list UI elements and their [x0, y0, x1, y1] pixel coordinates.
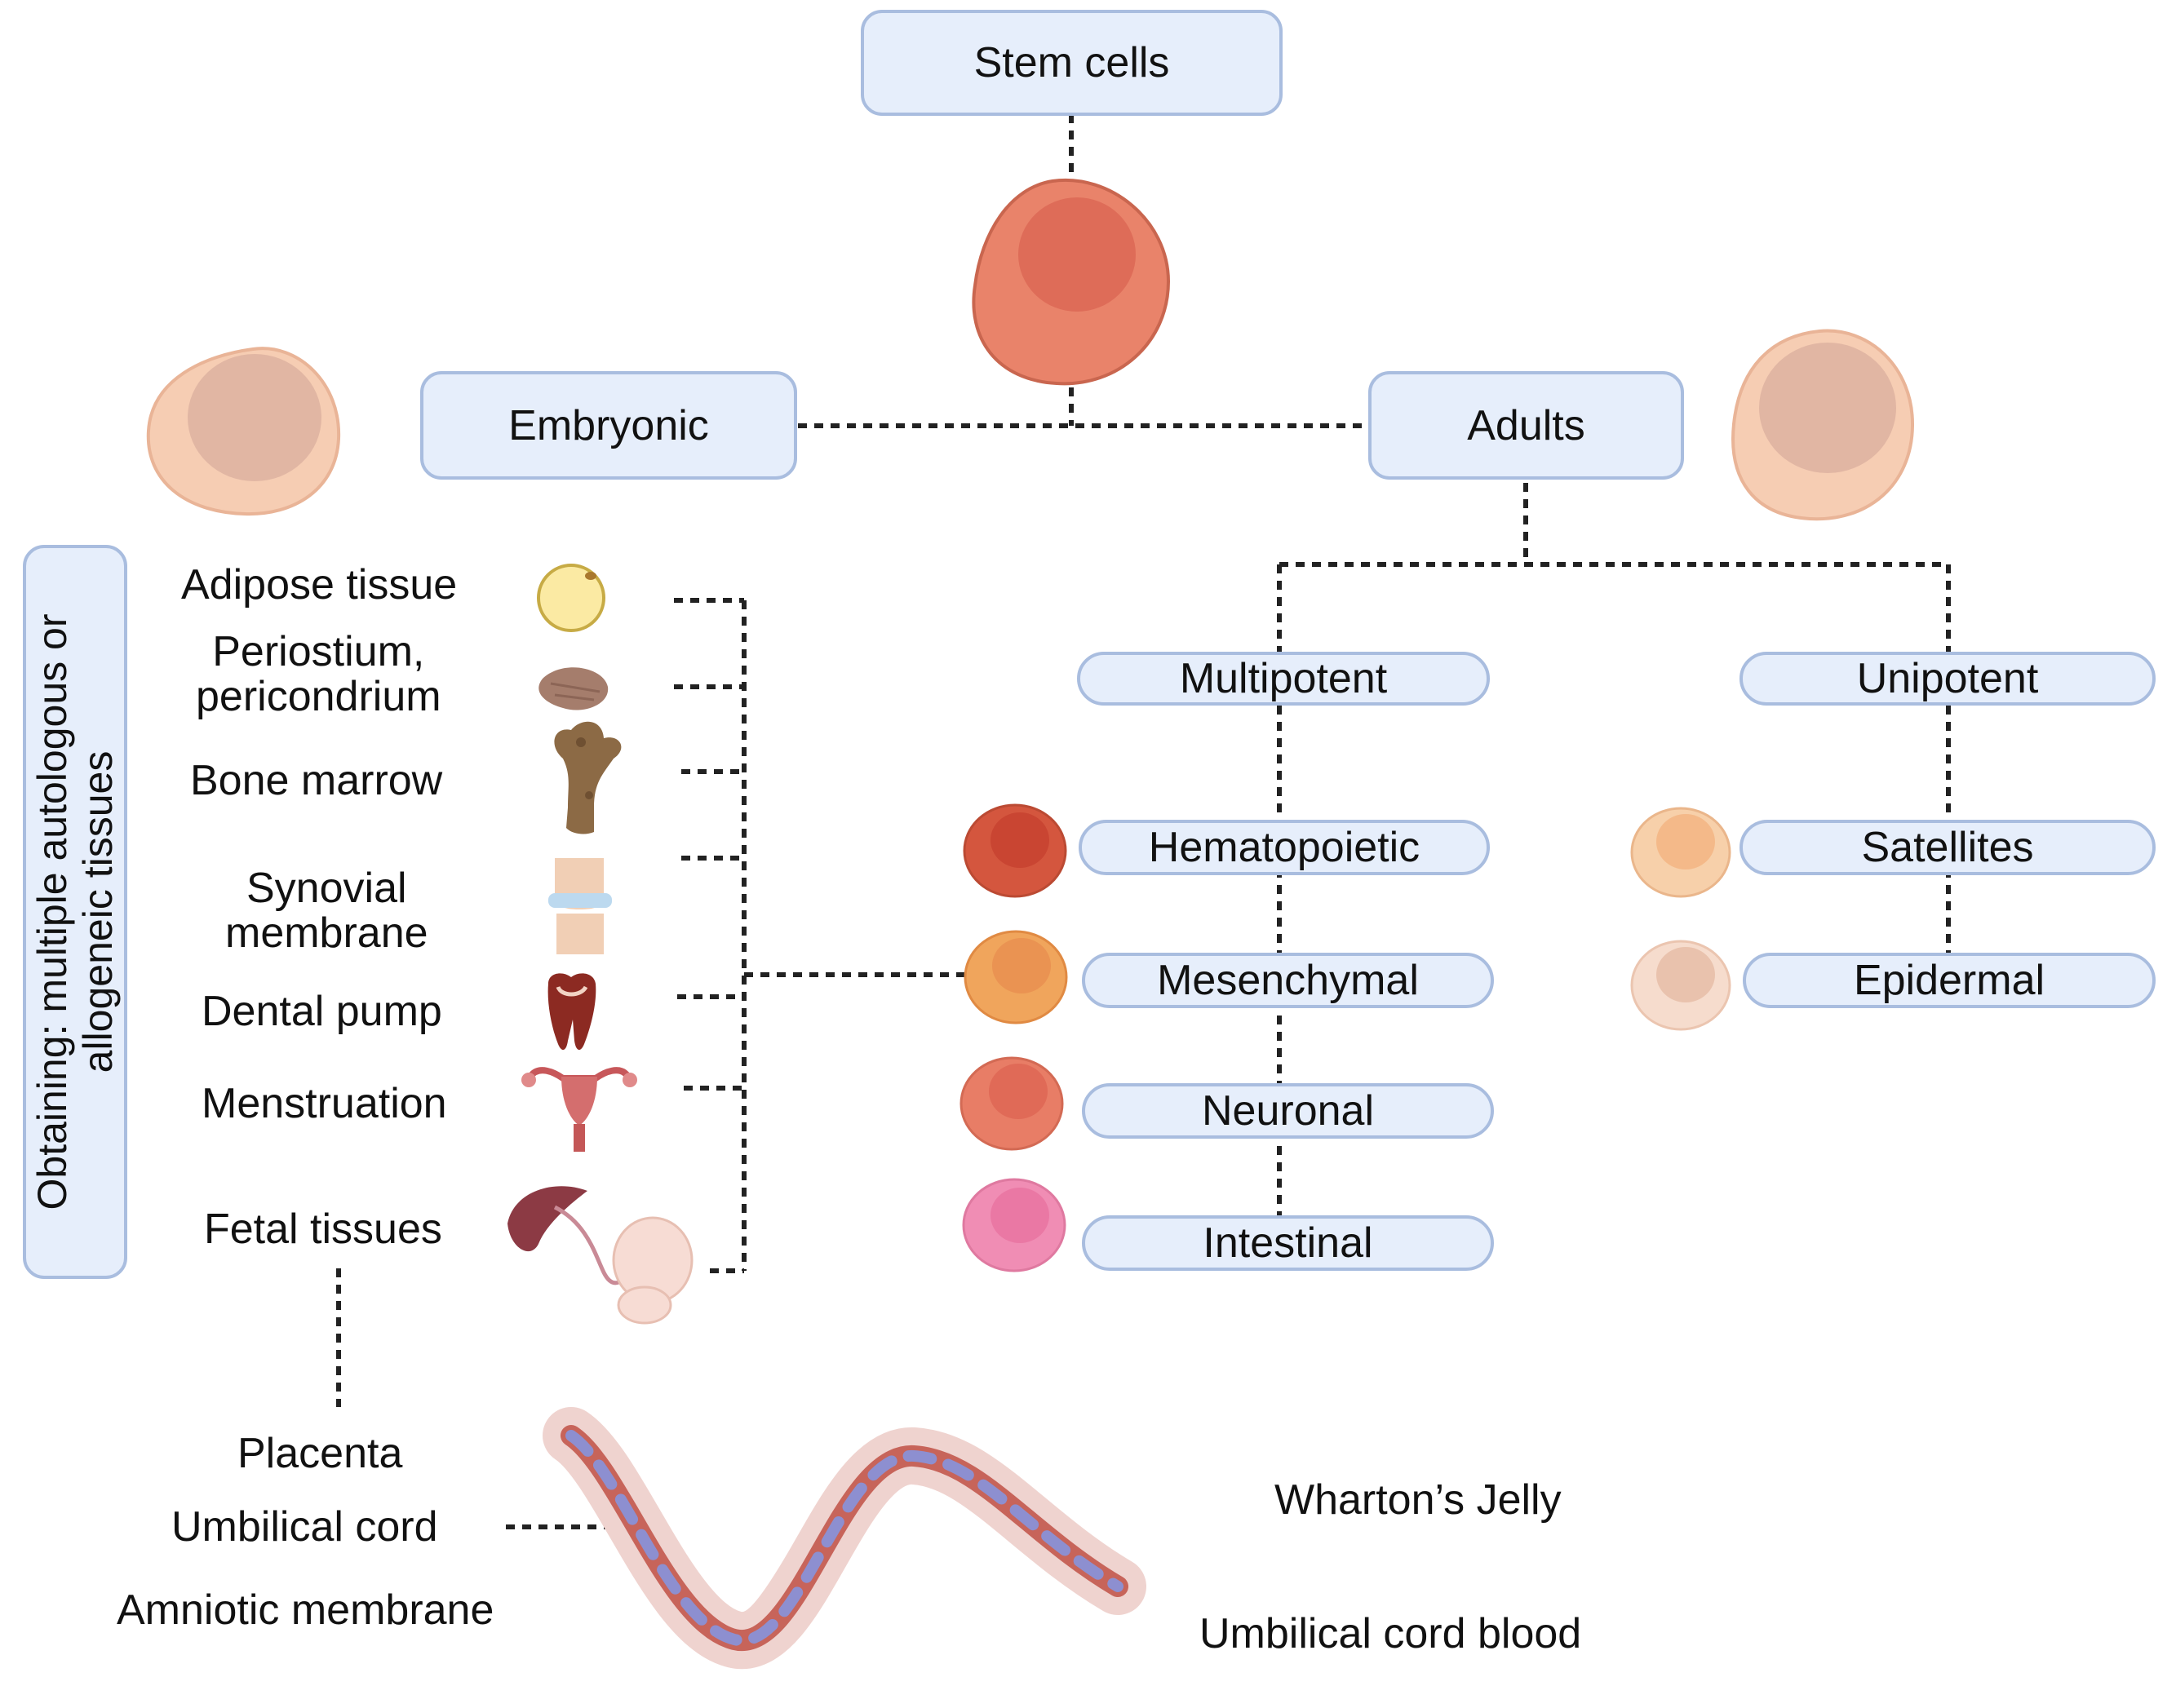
knee-joint-icon	[548, 858, 612, 954]
adults-label: Adults	[1467, 401, 1585, 449]
hematopoietic-label: Hematopoietic	[1148, 824, 1420, 871]
menstruation-label: Menstruation	[202, 1080, 447, 1127]
adult-cell-icon	[1731, 329, 1915, 521]
periostium-line-2: pericondrium	[196, 672, 441, 720]
unipotent-label: Unipotent	[1856, 655, 2039, 702]
obtaining-line-2: allogeneic tissues	[75, 750, 121, 1073]
hematopoietic-cell-icon	[963, 803, 1067, 898]
dental-pump-label: Dental pump	[202, 988, 442, 1035]
synovial-line-1: Synovial	[246, 865, 407, 912]
obtaining-label: Obtaining: multiple autologous or alloge…	[29, 613, 121, 1210]
mesenchymal-pill[interactable]: Mesenchymal	[1082, 953, 1494, 1008]
neuronal-label: Neuronal	[1201, 1087, 1375, 1135]
satellites-pill[interactable]: Satellites	[1739, 820, 2156, 875]
embryonic-box[interactable]: Embryonic	[420, 371, 797, 480]
satellites-cell-icon	[1630, 807, 1731, 898]
fetal-tissues-label: Fetal tissues	[204, 1206, 442, 1253]
stem-cells-label: Stem cells	[973, 39, 1170, 86]
embryonic-label: Embryonic	[508, 401, 709, 449]
adults-box[interactable]: Adults	[1368, 371, 1684, 480]
multipotent-label: Multipotent	[1179, 655, 1388, 702]
periostium-line-1: Periostium,	[212, 628, 425, 675]
periosteum-tissue-icon	[538, 667, 609, 710]
mesenchymal-label: Mesenchymal	[1157, 957, 1419, 1004]
umbilical-cord-label: Umbilical cord	[171, 1503, 438, 1551]
tooth-icon	[547, 973, 596, 1051]
obtaining-line-1: Obtaining: multiple autologous or	[29, 613, 75, 1210]
periostium-label: Periostium, pericondrium	[196, 630, 441, 719]
intestinal-pill[interactable]: Intestinal	[1082, 1215, 1494, 1271]
obtaining-box	[23, 545, 127, 1279]
intestinal-label: Intestinal	[1203, 1219, 1373, 1267]
unipotent-pill[interactable]: Unipotent	[1739, 652, 2156, 706]
amniotic-membrane-label: Amniotic membrane	[117, 1586, 494, 1634]
placenta-label: Placenta	[237, 1430, 403, 1477]
adipocyte-icon	[537, 564, 605, 632]
satellites-label: Satellites	[1861, 824, 2034, 871]
multipotent-pill[interactable]: Multipotent	[1077, 652, 1490, 706]
neuronal-pill[interactable]: Neuronal	[1082, 1083, 1494, 1139]
epidermal-pill[interactable]: Epidermal	[1743, 953, 2156, 1008]
stem-cells-box[interactable]: Stem cells	[861, 10, 1283, 116]
synovial-membrane-label: Synovial membrane	[225, 866, 428, 955]
adipose-tissue-label: Adipose tissue	[181, 561, 458, 608]
umbilical-cord-icon	[543, 1407, 1146, 1669]
epidermal-label: Epidermal	[1853, 957, 2045, 1004]
synovial-line-2: membrane	[225, 909, 428, 957]
epidermal-cell-icon	[1630, 940, 1731, 1031]
neuronal-cell-icon	[959, 1056, 1064, 1151]
embryonic-cell-icon	[146, 347, 341, 516]
placenta-fetus-icon	[507, 1186, 694, 1325]
uterus-icon	[521, 1067, 637, 1152]
femur-bone-icon	[554, 721, 622, 834]
bone-marrow-label: Bone marrow	[190, 757, 443, 804]
stem-cell-icon	[972, 178, 1171, 386]
intestinal-cell-icon	[962, 1178, 1066, 1272]
mesenchymal-cell-icon	[964, 930, 1068, 1024]
whartons-jelly-label: Wharton’s Jelly	[1274, 1476, 1562, 1524]
hematopoietic-pill[interactable]: Hematopoietic	[1079, 820, 1490, 875]
umbilical-cord-blood-label: Umbilical cord blood	[1199, 1610, 1582, 1657]
